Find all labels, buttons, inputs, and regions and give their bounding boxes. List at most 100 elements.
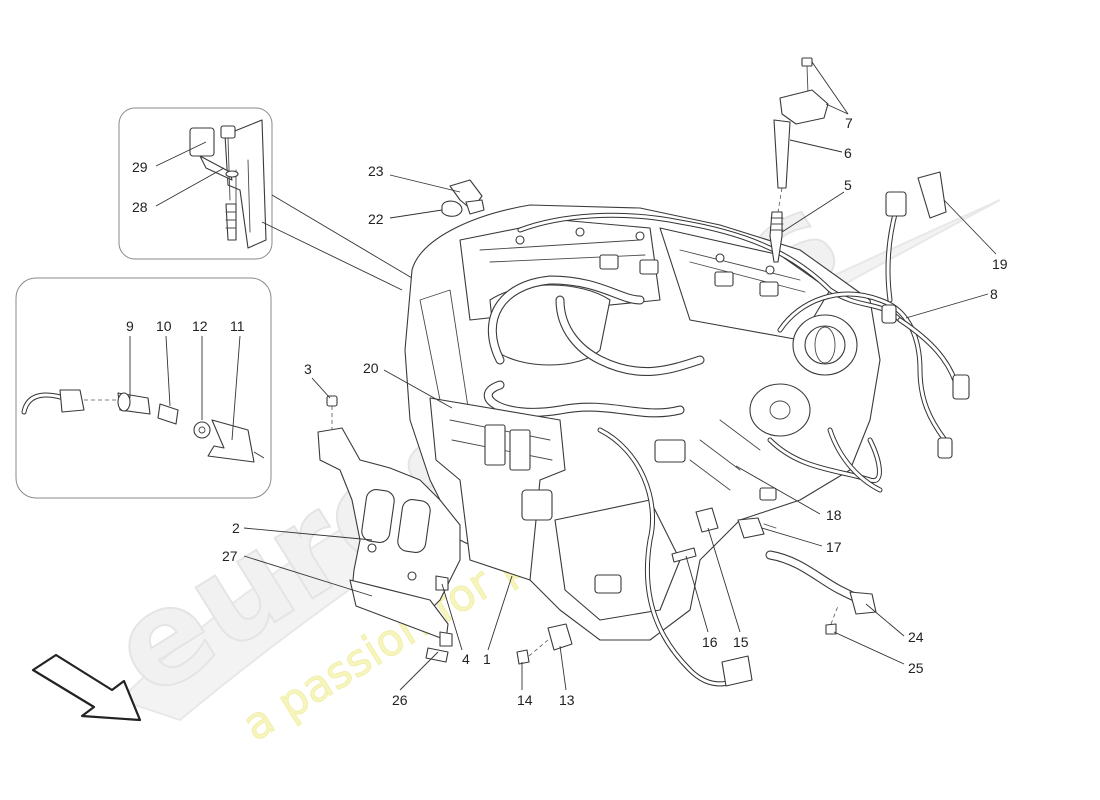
inset-box-frame xyxy=(15,277,272,499)
callout-28: 28 xyxy=(132,199,148,215)
leader-5 xyxy=(781,191,845,233)
hose-upper-loop-inner xyxy=(488,276,644,364)
bolt-14 xyxy=(516,649,530,665)
clip-22-tab xyxy=(465,199,485,215)
block-ribs xyxy=(689,419,761,491)
inset1-connector-line-b xyxy=(261,221,403,291)
leader-28 xyxy=(155,167,225,207)
throttle-body-plate xyxy=(814,326,836,364)
callout-17: 17 xyxy=(826,539,842,555)
inset-washer xyxy=(225,170,239,178)
leader-11 xyxy=(231,335,241,441)
harness-end-connector xyxy=(721,655,753,687)
inset-sensor-body xyxy=(189,127,215,157)
engine-hoses xyxy=(483,275,705,418)
sensor-19-lead-inner xyxy=(886,208,898,302)
callout-27: 27 xyxy=(222,548,238,564)
connector-block xyxy=(654,439,686,463)
cover-bolt xyxy=(575,227,585,237)
inset1-connector-line-a xyxy=(271,194,413,279)
coil-pack xyxy=(599,254,619,270)
cover-bolt xyxy=(635,231,645,241)
parts-13-14-sensor xyxy=(516,623,573,665)
inset-washer-12 xyxy=(193,421,211,439)
part-1-bracket-plate xyxy=(429,397,566,581)
sensor-19-body xyxy=(885,191,907,217)
callout-20: 20 xyxy=(363,360,379,376)
leader-26 xyxy=(399,651,439,691)
leader-25 xyxy=(833,631,905,665)
ignition-coil-6-head xyxy=(779,89,829,125)
leader-3 xyxy=(311,377,331,399)
inset-washer-12-hole xyxy=(198,426,206,434)
leader-20 xyxy=(383,369,453,409)
leader-7b xyxy=(825,103,849,115)
leader-15 xyxy=(707,527,741,633)
leader-1 xyxy=(487,575,513,651)
leader-6 xyxy=(789,139,843,153)
clip-22 xyxy=(441,200,463,217)
bracket-27 xyxy=(349,579,449,641)
bracket-19 xyxy=(917,171,947,219)
callout-15: 15 xyxy=(733,634,749,650)
alternator-pulley xyxy=(769,400,791,420)
cover-bolt xyxy=(715,253,725,263)
callout-16: 16 xyxy=(702,634,718,650)
inset-spacer-10 xyxy=(157,403,179,425)
bolt-25-dash xyxy=(830,605,839,625)
ignition-coil-6-tube xyxy=(773,119,791,189)
shield-2-window-left xyxy=(361,489,395,543)
callout-14: 14 xyxy=(517,692,533,708)
callout-18: 18 xyxy=(826,507,842,523)
cover-bolt xyxy=(515,235,525,245)
leader-10 xyxy=(165,335,171,407)
shield-2-window-right xyxy=(397,499,431,553)
bolt-16 xyxy=(671,547,697,563)
harness-8-connector xyxy=(937,437,953,459)
callout-7: 7 xyxy=(845,115,853,131)
bracket-27-hole xyxy=(367,543,377,553)
coil-pack xyxy=(714,271,734,287)
callout-23: 23 xyxy=(368,163,384,179)
sensor-18-connector xyxy=(759,487,777,501)
coil-pack xyxy=(639,259,659,275)
inset-bracket-11 xyxy=(207,419,255,463)
inset-bracket-11-ext xyxy=(253,451,265,459)
leader-2 xyxy=(243,527,373,541)
engine-wiring-harness xyxy=(517,212,903,687)
bracket-plate-1-block xyxy=(484,424,506,466)
inset-stud xyxy=(225,203,237,241)
leader-13 xyxy=(559,645,567,691)
bolt-25 xyxy=(825,623,837,635)
throttle-body-bore xyxy=(804,325,846,365)
leader-4 xyxy=(441,583,463,651)
cover-bolt xyxy=(765,265,775,275)
callout-2: 2 xyxy=(232,520,240,536)
callout-22: 22 xyxy=(368,211,384,227)
callout-25: 25 xyxy=(908,660,924,676)
inset-sensor-mount xyxy=(199,155,233,181)
sensor-17 xyxy=(737,517,765,539)
callout-6: 6 xyxy=(844,145,852,161)
bolt-14-dash xyxy=(528,639,549,657)
harness-main-inner xyxy=(518,213,902,322)
leader-8 xyxy=(905,293,989,319)
inset-box-sensor-detail xyxy=(15,277,272,499)
harness-lower-inner xyxy=(598,428,747,686)
callout-13: 13 xyxy=(559,692,575,708)
inset-bracket-body xyxy=(224,119,267,249)
bolt-26-tab xyxy=(425,647,449,663)
spark-plug-5 xyxy=(769,211,783,263)
hose-center-bend-inner xyxy=(556,296,704,375)
leader-7a xyxy=(811,61,849,115)
coil-pack xyxy=(759,281,779,297)
sensor-15 xyxy=(695,507,719,533)
bolt-3 xyxy=(326,395,338,407)
leader-24 xyxy=(865,603,905,637)
spark-plug-5-ribs xyxy=(770,217,784,231)
front-direction-arrow-icon xyxy=(31,653,142,722)
leader-27 xyxy=(243,555,373,597)
harness-8-branch xyxy=(897,317,961,393)
